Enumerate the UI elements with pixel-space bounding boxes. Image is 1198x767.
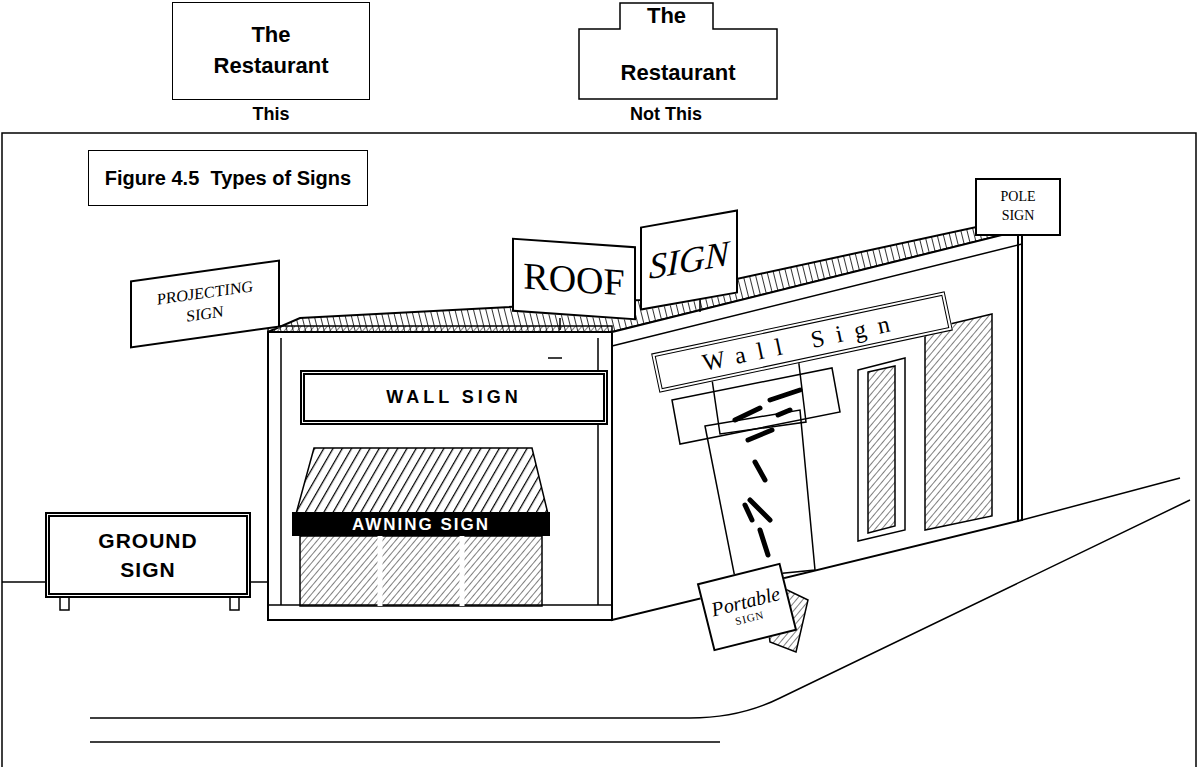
sign-text: The	[620, 3, 713, 29]
sign-text: POLE SIGN	[1001, 188, 1036, 226]
sign-text-group: SIGN	[649, 235, 729, 285]
pole	[1017, 236, 1019, 522]
stepped-outline	[579, 3, 777, 99]
roof-sign-panel: ROOF	[512, 238, 636, 321]
projecting-sign: PROJECTING SIGN	[130, 259, 280, 348]
side-door-large	[925, 314, 992, 530]
front-wall	[268, 332, 612, 620]
wall-sign: WALL SIGN	[300, 370, 608, 425]
shop-window	[300, 536, 542, 606]
pole-sign: POLE SIGN	[975, 178, 1061, 236]
example-caption: This	[172, 104, 370, 125]
sign-text: GROUND SIGN	[98, 526, 197, 585]
window-mullions	[380, 536, 462, 606]
sign-text: WALL SIGN	[386, 387, 522, 408]
sign-text-group: WALL SIGN	[386, 387, 522, 408]
sign-text: PROJECTING SIGN	[157, 276, 253, 331]
sign-text-group: AWNING SIGN	[352, 516, 490, 533]
curb	[90, 500, 1190, 742]
front-wall-trim	[268, 338, 612, 605]
ground-sign-leg	[60, 596, 69, 610]
sign-example-box: The Restaurant	[172, 2, 370, 100]
example-caption: Not This	[596, 104, 736, 125]
sign-text-group: The Restaurant	[214, 20, 329, 82]
sign-text-group: ROOF	[523, 256, 624, 301]
figure-frame	[2, 133, 1196, 767]
figure-title: Figure 4.5 Types of Signs	[88, 150, 368, 206]
sign-text-group: POLE SIGN	[1001, 188, 1036, 226]
side-door	[868, 366, 895, 533]
sign-text: SIGN	[649, 235, 729, 285]
sign-text: ROOF	[523, 256, 624, 301]
sidewalk-edge	[1022, 478, 1180, 520]
scribble-marks	[735, 390, 800, 555]
ground-sign: GROUND SIGN	[45, 512, 251, 598]
sign-text: The Restaurant	[214, 20, 329, 82]
sign-text-group: GROUND SIGN	[98, 526, 197, 585]
ground-sign-leg	[230, 596, 239, 610]
awning-sign: AWNING SIGN	[292, 512, 550, 536]
sign-text-group: PortableSIGN	[709, 582, 785, 632]
awning	[296, 448, 548, 514]
sign-text: AWNING SIGN	[352, 516, 490, 533]
sign-example-stepped: TheRestaurant	[578, 2, 778, 100]
roof-sign-panel: SIGN	[640, 209, 738, 310]
sign-text-group: PROJECTING SIGN	[157, 276, 253, 331]
sign-text: Restaurant	[578, 60, 778, 86]
door-frame	[858, 358, 905, 541]
